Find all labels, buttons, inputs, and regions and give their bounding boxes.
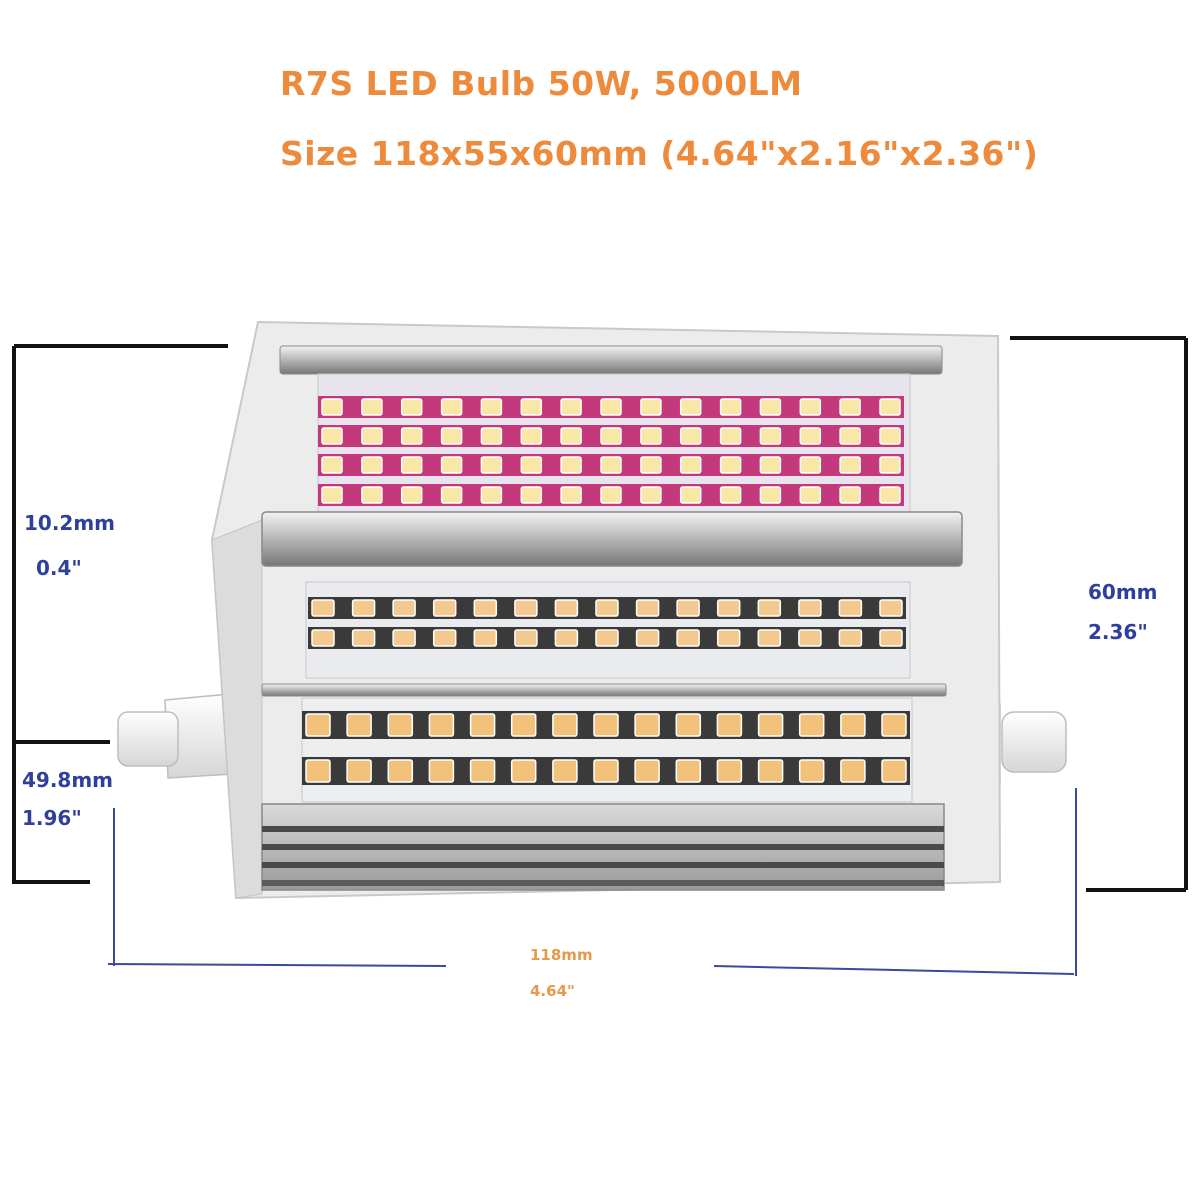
product-size-subtitle: Size 118x55x60mm (4.64"x2.16"x2.36") <box>280 134 1039 173</box>
dim-height-inch: 2.36" <box>1088 620 1148 644</box>
dim-upper-left-inch: 0.4" <box>36 556 82 580</box>
dim-lower-left-mm: 49.8mm <box>22 768 114 792</box>
bulb-lower-rail <box>261 683 947 697</box>
bulb-middle-rail <box>261 511 963 567</box>
bulb-top-rail <box>279 345 943 375</box>
led-strip-middle <box>305 581 911 679</box>
dimension-width-line <box>107 788 1077 976</box>
dimension-bracket-left <box>12 344 228 884</box>
dim-width-inch: 4.64" <box>530 982 575 1000</box>
bulb-left-pin <box>117 693 233 779</box>
dimension-bracket-right <box>1010 336 1188 892</box>
dim-width-mm: 118mm <box>530 946 593 964</box>
led-strip-top <box>317 373 911 517</box>
dim-upper-left-mm: 10.2mm <box>24 511 116 535</box>
heat-sink-fins <box>261 803 945 891</box>
product-title: R7S LED Bulb 50W, 5000LM <box>280 64 803 103</box>
led-strip-bottom <box>301 697 913 803</box>
dim-height-mm: 60mm <box>1088 580 1158 604</box>
dim-lower-left-inch: 1.96" <box>22 806 82 830</box>
